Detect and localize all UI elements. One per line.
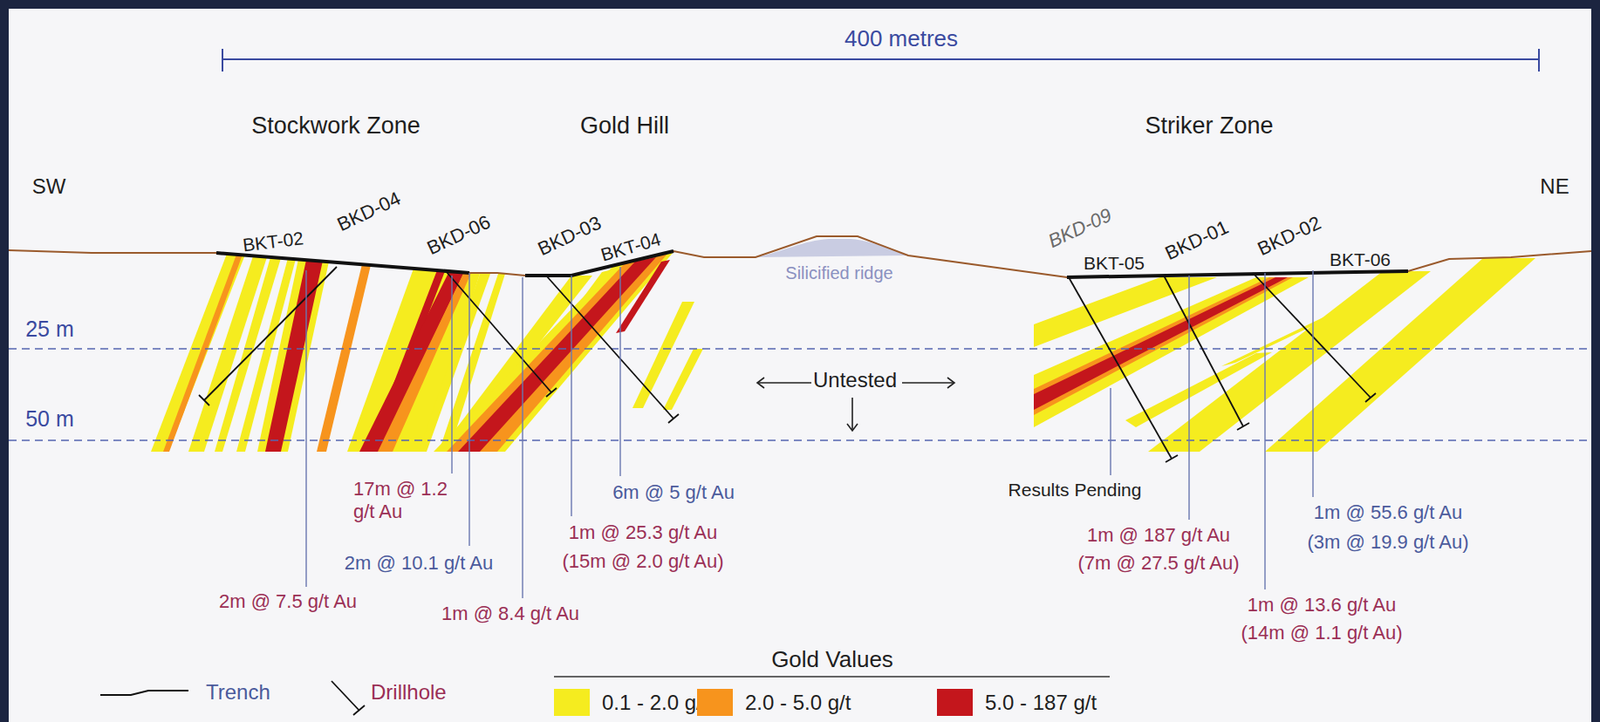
trench-name: BKT-05	[1083, 252, 1145, 274]
legend-text: 5.0 - 187 g/t	[984, 690, 1097, 717]
intercept-label: 1m @ 13.6 g/t Au	[1247, 594, 1396, 617]
intercept-label: (7m @ 27.5 g/t Au)	[1078, 552, 1240, 575]
trench-name: BKT-02	[241, 226, 306, 257]
untested-label: Untested	[813, 368, 897, 394]
intercept-label: 1m @ 25.3 g/t Au	[568, 521, 718, 545]
depth-label: 50 m	[25, 405, 75, 432]
trench-symbol	[100, 690, 189, 696]
intercept-label: 1m @ 187 g/t Au	[1087, 524, 1231, 548]
ore-ribbons	[150, 252, 1536, 452]
scale-bar	[222, 48, 1539, 72]
silicified-ridge	[755, 239, 909, 258]
legend-text: 2.0 - 5.0 g/t	[745, 690, 851, 717]
trench-name: BKT-06	[1329, 248, 1391, 271]
legend-title: Gold Values	[771, 646, 894, 674]
zone-name: Striker Zone	[1144, 111, 1273, 140]
legend-swatch	[553, 689, 590, 717]
status-label: Results Pending	[1008, 478, 1142, 501]
zone-name: Gold Hill	[580, 111, 670, 140]
intercept-label: 2m @ 10.1 g/t Au	[344, 552, 493, 575]
legend-rule	[553, 676, 1110, 677]
legend-text: Trench	[205, 680, 271, 706]
drillhole-name: BKD-03	[534, 211, 606, 261]
drillhole	[198, 266, 1376, 463]
intercept-label: 1m @ 55.6 g/t Au	[1313, 501, 1463, 525]
ridge-label: Silicified ridge	[785, 262, 893, 284]
trench-name: BKT-04	[598, 227, 664, 267]
drillhole-name: BKD-02	[1254, 211, 1326, 261]
drillhole-name: BKD-09	[1045, 204, 1116, 253]
depth-label: 25 m	[25, 315, 75, 342]
leader-line	[306, 266, 1313, 599]
legend-text: 0.1 - 2.0 g/t	[601, 690, 708, 717]
intercept-label: 1m @ 8.4 g/t Au	[441, 602, 580, 626]
drillhole-name: BKD-01	[1162, 216, 1233, 266]
intercept-label: 2m @ 7.5 g/t Au	[218, 590, 357, 614]
legend-text: Drillhole	[370, 680, 447, 706]
direction-label: SW	[32, 174, 67, 200]
intercept-label: 6m @ 5 g/t Au	[612, 481, 735, 505]
zone-name: Stockwork Zone	[251, 111, 421, 140]
intercept-label: (15m @ 2.0 g/t Au)	[562, 550, 725, 574]
direction-label: NE	[1539, 174, 1569, 200]
legend-swatch	[936, 689, 973, 717]
legend-swatch	[697, 689, 733, 717]
depth-line	[8, 348, 1592, 441]
intercept-label: (14m @ 1.1 g/t Au)	[1241, 622, 1403, 645]
drillhole-name: BKD-04	[334, 187, 405, 237]
intercept-label: 17m @ 1.2 g/t Au	[353, 478, 463, 525]
drillhole-symbol	[331, 681, 365, 716]
intercept-label: (3m @ 19.9 g/t Au)	[1307, 531, 1470, 554]
drillhole-name: BKD-06	[423, 211, 495, 260]
scale-label: 400 metres	[844, 25, 958, 53]
